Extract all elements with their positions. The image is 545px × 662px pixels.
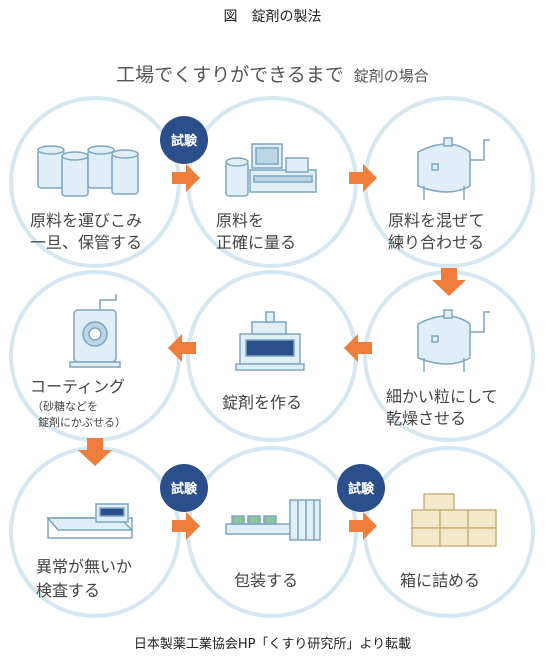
- drums-icon: [37, 145, 139, 197]
- title-subtitle: 錠剤の場合: [353, 67, 429, 85]
- step-1-label-line-1: 原料を運びこみ: [30, 211, 142, 230]
- arrow-step8-to-step9: [349, 512, 377, 540]
- arrow-step7-to-step8: [172, 512, 200, 540]
- page-title: 工場でくすりができるまで錠剤の場合: [0, 60, 545, 87]
- arrow-step1-to-step2: [172, 164, 200, 192]
- test-badge-3: 試験: [337, 464, 385, 512]
- step-3-label-line-1: 原料を混ぜて: [388, 211, 484, 230]
- step-6-label-line-1: コーティング: [30, 377, 125, 396]
- test-badge-2: 試験: [160, 464, 208, 512]
- test-badge-3-label: 試験: [348, 481, 375, 497]
- test-badge-2-label: 試験: [171, 481, 198, 497]
- arrow-step5-to-step6: [168, 334, 196, 362]
- step-2-label-line-1: 原料を: [216, 211, 264, 230]
- scale-icon: [225, 143, 317, 197]
- step-2-label-line-2: 正確に量る: [216, 233, 296, 252]
- figure-caption: 図 錠剤の製法: [223, 9, 322, 25]
- step-5-label-line-1: 錠剤を作る: [222, 393, 302, 412]
- dryer-tank-icon: [417, 309, 490, 372]
- source-footer: 日本製薬工業協会HP「くすり研究所」より転載: [133, 637, 412, 652]
- arrow-step6-to-step7: [78, 438, 112, 466]
- test-badge-1: 試験: [160, 116, 208, 164]
- test-badge-1-label: 試験: [171, 133, 198, 149]
- packaging-machine-icon: [225, 499, 321, 541]
- step-8-label-line-1: 包装する: [234, 571, 298, 590]
- step-9-label-line-1: 箱に詰める: [400, 571, 480, 590]
- arrow-step4-to-step5: [344, 334, 372, 362]
- step-6-note-line-1: （砂糖などを: [32, 399, 98, 413]
- boxes-icon: [411, 493, 497, 547]
- step-6-note-line-2: 錠剤にかぶせる）: [38, 415, 126, 429]
- step-4-label-line-2: 乾燥させる: [386, 409, 466, 428]
- coating-machine-icon: [69, 294, 121, 368]
- step-3-label-line-2: 練り合わせる: [388, 233, 484, 252]
- arrow-step2-to-step3: [349, 164, 377, 192]
- step-7-label-line-2: 検査する: [36, 581, 100, 600]
- mixer-tank-icon: [417, 137, 490, 200]
- arrow-step3-to-step4: [432, 268, 466, 296]
- step-1-label-line-2: 一旦、保管する: [30, 233, 142, 252]
- step-7-label-line-1: 異常が無いか: [36, 557, 132, 576]
- inspection-machine-icon: [46, 503, 134, 539]
- title-main: 工場でくすりができるまで: [116, 64, 344, 86]
- step-4-label-line-1: 細かい粒にして: [386, 387, 498, 406]
- tablet-press-icon: [235, 311, 305, 371]
